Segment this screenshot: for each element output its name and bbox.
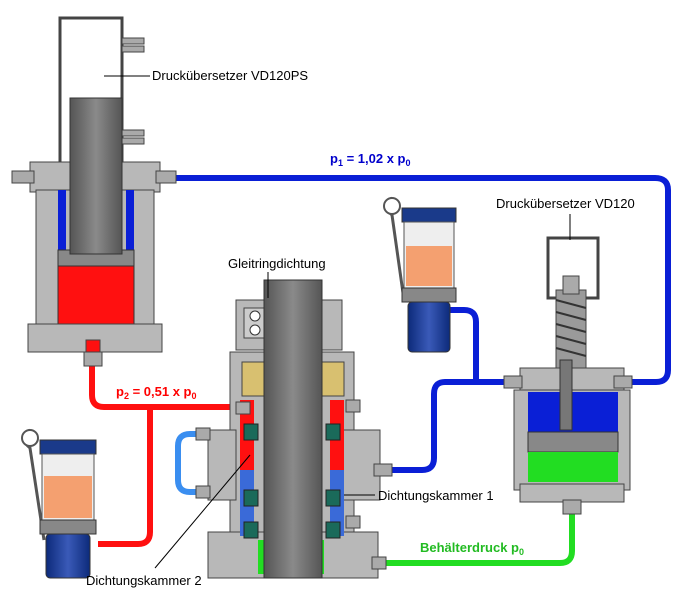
label-vd120ps: Druckübersetzer VD120PS bbox=[152, 68, 308, 83]
label-dichtungskammer-2: Dichtungskammer 2 bbox=[86, 573, 202, 588]
intensifier-vd120 bbox=[503, 214, 633, 515]
label-gleitringdichtung: Gleitringdichtung bbox=[228, 256, 326, 271]
pipe-lubricator-red bbox=[98, 407, 153, 547]
label-p1: p1 = 1,02 x p0 bbox=[330, 151, 411, 168]
pipe-loop-lightblue bbox=[175, 431, 205, 495]
pipe-p1-blue bbox=[150, 175, 671, 385]
label-vd120: Druckübersetzer VD120 bbox=[496, 196, 635, 211]
pipe-p2-red bbox=[89, 352, 236, 410]
intensifier-vd120ps bbox=[11, 16, 177, 367]
mechanical-seal-assembly bbox=[154, 272, 393, 579]
pipe-lubricator-blue bbox=[440, 307, 479, 382]
label-dichtungskammer-1: Dichtungskammer 1 bbox=[378, 488, 494, 503]
lubricator-lower bbox=[21, 428, 97, 579]
pipe-tank-green bbox=[380, 500, 575, 566]
pipe-chamber1-blue bbox=[385, 379, 520, 473]
label-behaelterdruck: Behälterdruck p0 bbox=[420, 540, 524, 557]
label-p2: p2 = 0,51 x p0 bbox=[116, 384, 197, 401]
lubricator-upper bbox=[383, 196, 457, 353]
